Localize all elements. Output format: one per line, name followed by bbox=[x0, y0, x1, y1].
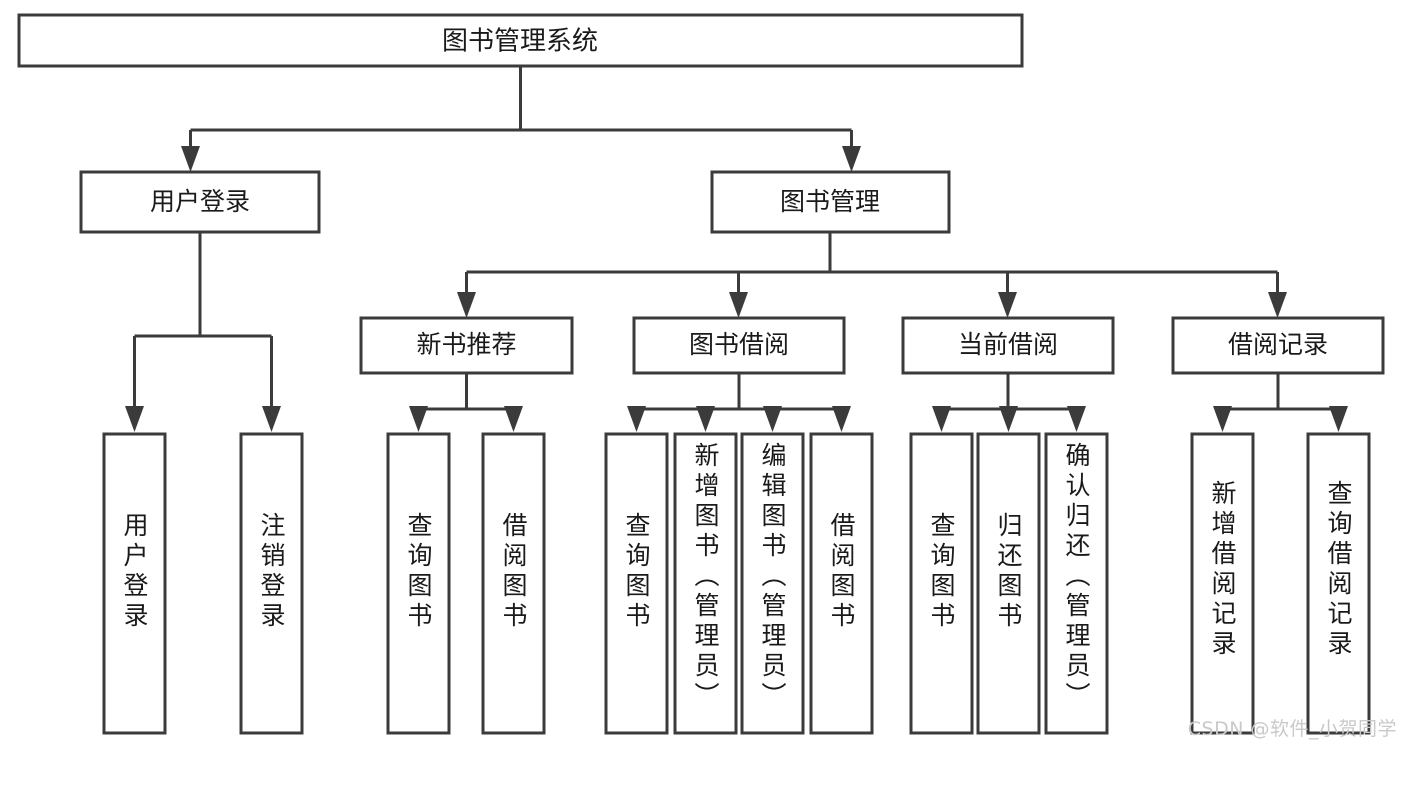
arrow-head-icon bbox=[1213, 406, 1232, 432]
node-borrow-record[interactable]: 借阅记录 bbox=[1171, 316, 1385, 375]
node-book-management-label: 图书管理 bbox=[780, 187, 880, 216]
node-current-borrow-label: 当前借阅 bbox=[958, 330, 1058, 359]
connector-user-login-to-leaves bbox=[125, 232, 281, 432]
connector-book-borrow-to-leaves bbox=[627, 373, 851, 432]
arrow-head-icon bbox=[832, 406, 851, 432]
arrow-head-icon bbox=[932, 406, 951, 432]
node-new-book-recommend[interactable]: 新书推荐 bbox=[359, 316, 574, 375]
node-user-login-label: 用户登录 bbox=[150, 187, 250, 216]
arrow-head-icon bbox=[1329, 406, 1348, 432]
connector-new-book-recommend-to-leaves bbox=[409, 373, 523, 432]
arrow-head-icon bbox=[262, 406, 281, 432]
leaf-box-add-borrow-record[interactable] bbox=[1190, 432, 1255, 735]
leaf-box-user-login[interactable] bbox=[102, 432, 167, 735]
leaf-box-add-book-admin[interactable] bbox=[673, 432, 738, 735]
connector-current-borrow-to-leaves bbox=[932, 373, 1086, 432]
node-book-borrow-label: 图书借阅 bbox=[689, 330, 789, 359]
leaf-box-logout[interactable] bbox=[239, 432, 304, 735]
node-root-label: 图书管理系统 bbox=[442, 27, 598, 57]
leaf-box-query-book-recommend[interactable] bbox=[386, 432, 451, 735]
arrow-head-icon bbox=[457, 292, 476, 318]
connector-root-to-level2 bbox=[181, 66, 861, 172]
leaf-box-borrow-book-recommend[interactable] bbox=[481, 432, 546, 735]
leaf-box-borrow-book[interactable] bbox=[809, 432, 874, 735]
node-user-login[interactable]: 用户登录 bbox=[79, 170, 321, 234]
arrow-head-icon bbox=[998, 292, 1017, 318]
node-book-borrow[interactable]: 图书借阅 bbox=[632, 316, 846, 375]
node-borrow-record-label: 借阅记录 bbox=[1228, 330, 1328, 359]
arrow-head-icon bbox=[627, 406, 646, 432]
connector-borrow-record-to-leaves bbox=[1213, 373, 1348, 432]
arrow-head-icon bbox=[1067, 406, 1086, 432]
flowchart-svg: 图书管理系统 用户登录 图书管理 bbox=[17, 13, 1385, 735]
arrow-head-icon bbox=[999, 406, 1018, 432]
flowchart-canvas: 图书管理系统 用户登录 图书管理 bbox=[17, 13, 1397, 740]
arrow-head-icon bbox=[409, 406, 428, 432]
leaf-box-query-borrow-record[interactable] bbox=[1306, 432, 1371, 735]
leaf-box-return-book[interactable] bbox=[976, 432, 1041, 735]
node-user-login-box[interactable] bbox=[79, 170, 321, 234]
arrow-head-icon bbox=[842, 146, 861, 172]
leaf-box-query-book-borrow[interactable] bbox=[604, 432, 669, 735]
connector-book-management-to-level3 bbox=[457, 232, 1287, 318]
node-current-borrow[interactable]: 当前借阅 bbox=[901, 316, 1115, 375]
leaf-box-query-book-current[interactable] bbox=[909, 432, 974, 735]
arrow-head-icon bbox=[125, 406, 144, 432]
node-book-management[interactable]: 图书管理 bbox=[710, 170, 951, 234]
arrow-head-icon bbox=[696, 406, 715, 432]
watermark: CSDN @软件_小贺同学 bbox=[1187, 718, 1397, 740]
node-current-borrow-box[interactable] bbox=[901, 316, 1115, 375]
arrow-head-icon bbox=[181, 146, 200, 172]
node-root-box[interactable] bbox=[17, 13, 1024, 68]
node-new-book-recommend-label: 新书推荐 bbox=[416, 330, 516, 359]
leaf-box-confirm-return-admin[interactable] bbox=[1044, 432, 1109, 735]
node-root[interactable]: 图书管理系统 bbox=[17, 13, 1024, 68]
node-new-book-recommend-box[interactable] bbox=[359, 316, 574, 375]
leaf-box-edit-book-admin[interactable] bbox=[740, 432, 805, 735]
arrow-head-icon bbox=[1268, 292, 1287, 318]
arrow-head-icon bbox=[729, 292, 748, 318]
arrow-head-icon bbox=[763, 406, 782, 432]
arrow-head-icon bbox=[504, 406, 523, 432]
